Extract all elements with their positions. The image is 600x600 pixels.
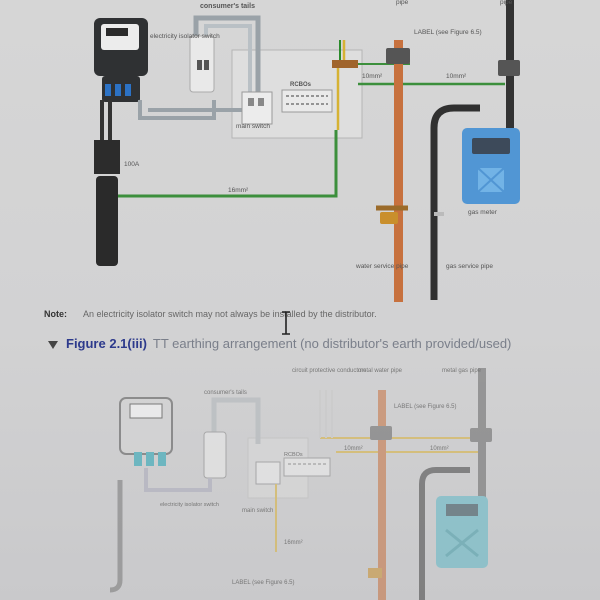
- stop-tap: [380, 212, 398, 224]
- label-pipe-1: pipe: [396, 0, 409, 6]
- cutout-fuse: [94, 140, 120, 174]
- label-consumer-tails: consumer's tails: [200, 3, 255, 10]
- earthing-conductor: [118, 130, 338, 198]
- metal-gas-pipe-2: [478, 368, 486, 518]
- label-isolator-switch-2: electricity isolator switch: [160, 502, 219, 508]
- earth-terminal: [332, 60, 358, 68]
- isolator-switch-2: [203, 431, 227, 479]
- label-main-switch: main switch: [236, 123, 270, 130]
- metal-water-pipe-2: [378, 390, 386, 600]
- gas-meter: [462, 128, 520, 204]
- label-rcbos: RCBOs: [290, 82, 312, 88]
- figure-title: TT earthing arrangement (no distributor'…: [152, 336, 512, 351]
- water-service-pipe: [394, 40, 403, 302]
- bonding-clamp: [386, 48, 410, 64]
- service-cable: [96, 176, 118, 266]
- main-switch: [241, 91, 273, 125]
- label-see-figure: LABEL (see Figure 6.5): [414, 29, 482, 36]
- consumer-tails-cable: [193, 15, 261, 96]
- label-see-figure-2: LABEL (see Figure 6.5): [394, 404, 456, 410]
- label-water-service-pipe: water service pipe: [355, 263, 409, 270]
- label-metal-water-pipe: metal water pipe: [358, 368, 403, 374]
- label-10mm-1: 10mm²: [362, 73, 383, 80]
- label-10mm-2: 10mm²: [446, 73, 467, 80]
- gas-service-pipe: [430, 104, 480, 300]
- label-10mm-4: 10mm²: [430, 446, 449, 452]
- label-isolator-switch: electricity isolator switch: [150, 33, 220, 40]
- note-text: An electricity isolator switch may not a…: [83, 309, 377, 319]
- label-main-switch-2: main switch: [242, 508, 273, 514]
- label-16mm: 16mm²: [228, 187, 249, 194]
- label-10mm-3: 10mm²: [344, 446, 363, 452]
- label-gas-meter: gas meter: [468, 209, 498, 216]
- label-pipe-2: pipe: [500, 0, 513, 6]
- label-rcbos-2: RCBOs: [284, 452, 303, 458]
- label-16mm-2: 16mm²: [284, 540, 303, 546]
- note-line: Note: An electricity isolator switch may…: [44, 309, 584, 325]
- text-cursor-icon: [282, 311, 290, 335]
- label-consumer-tails-2: consumer's tails: [204, 390, 247, 396]
- label-see-figure-3: LABEL (see Figure 6.5): [232, 580, 294, 586]
- collapse-triangle-icon[interactable]: [48, 340, 58, 349]
- label-gas-service-pipe: gas service pipe: [446, 263, 493, 270]
- figure-number: Figure 2.1(iii): [66, 336, 147, 351]
- note-key: Note:: [44, 309, 67, 319]
- figure-caption: Figure 2.1(iii) TT earthing arrangement (…: [48, 336, 588, 358]
- label-metal-gas-pipe: metal gas pipe: [442, 368, 482, 374]
- rcbo-bank: [281, 89, 333, 113]
- label-cpc: circuit protective conductors: [292, 368, 366, 374]
- label-100a: 100A: [124, 161, 140, 168]
